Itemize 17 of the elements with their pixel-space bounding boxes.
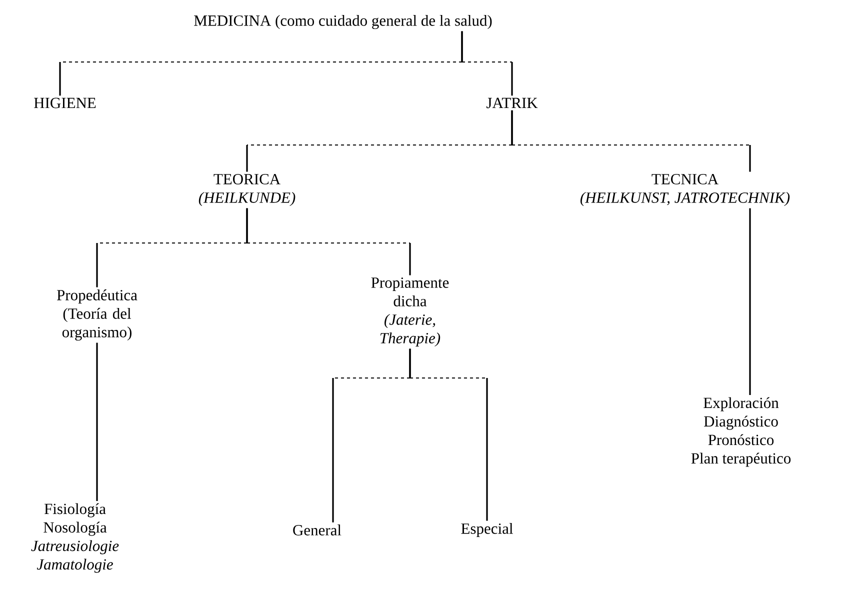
tree-term: TECNICA (HEILKUNST, JATROTECHNIK) xyxy=(580,174,790,206)
tree-term: Propiamente dicha (Jaterie, Therapie) xyxy=(371,277,449,347)
tree-term: MEDICINA (como cuidado general de la salud) xyxy=(194,14,492,30)
tree-term: TEORICA (HEILKUNDE) xyxy=(198,174,296,206)
tree-connector xyxy=(246,207,411,276)
tree-connector xyxy=(511,110,751,173)
tree-term: Fisiología Nosología Jatreusiologie Jamatologie xyxy=(31,503,119,573)
tree-connector xyxy=(749,207,751,396)
tree-term: Exploración Diagnóstico Pronóstico Plan terapéutico xyxy=(691,397,791,467)
tree-term: Especial xyxy=(461,522,513,538)
tree-connector xyxy=(461,30,513,96)
tree-term: General xyxy=(293,524,342,536)
tree-connector xyxy=(96,342,98,502)
tree-term: HIGIENE xyxy=(34,98,96,108)
tree-term: JATRIK xyxy=(486,98,538,108)
tree-connector xyxy=(409,348,488,522)
tree-term: Propedéutica (Teoría del organismo) xyxy=(57,289,138,341)
